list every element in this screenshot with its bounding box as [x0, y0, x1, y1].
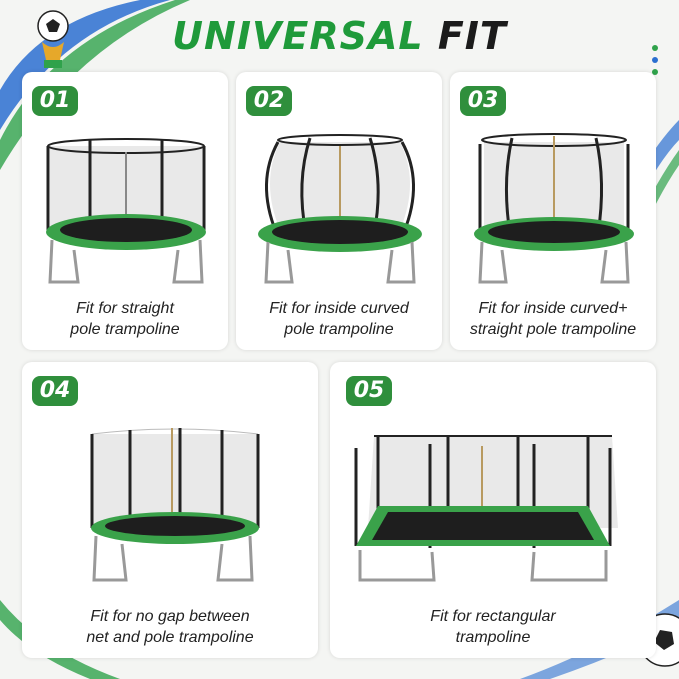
- badge-number: 05: [346, 376, 392, 406]
- title-universal: UNIVERSAL: [172, 14, 424, 58]
- caption-line1: Fit for no gap between: [90, 608, 250, 625]
- caption-line1: Fit for straight: [76, 300, 174, 317]
- card-rectangular: 05 Fit for rectangular trampoline: [330, 362, 656, 658]
- caption-line1: Fit for rectangular: [430, 608, 556, 625]
- caption-line2: straight pole trampoline: [469, 321, 637, 338]
- caption-line1: Fit for inside curved: [269, 300, 409, 317]
- caption-line2: pole trampoline: [284, 321, 394, 338]
- caption-line2: trampoline: [455, 629, 531, 646]
- trampoline-no-gap-image: [90, 428, 260, 582]
- card-no-gap: 04 Fit for no gap between net and pole t…: [22, 362, 318, 658]
- caption-line2: net and pole trampoline: [86, 629, 254, 646]
- caption-line1: Fit for inside curved+: [478, 300, 628, 317]
- title-fit: FIT: [437, 14, 507, 58]
- card-curved-straight-pole: 03 Fit for inside curved+ straight pole …: [450, 72, 656, 350]
- badge-number: 02: [246, 86, 292, 116]
- trampoline-curved-pole-image: [258, 134, 422, 284]
- trampoline-rectangular-image: [354, 435, 618, 582]
- card-straight-pole: 01 Fit for straight pole trampoline: [22, 72, 228, 350]
- page-title: UNIVERSAL FIT: [0, 14, 679, 58]
- card-inside-curved-pole: 02 Fit for inside curved pole trampoline: [236, 72, 442, 350]
- badge-number: 03: [460, 86, 506, 116]
- soccer-trophy-icon: [37, 10, 69, 68]
- badge-number: 04: [32, 376, 78, 406]
- trampoline-straight-pole-image: [46, 138, 206, 284]
- caption-line2: pole trampoline: [70, 321, 180, 338]
- badge-number: 01: [32, 86, 78, 116]
- trampoline-curved-straight-pole-image: [474, 133, 634, 284]
